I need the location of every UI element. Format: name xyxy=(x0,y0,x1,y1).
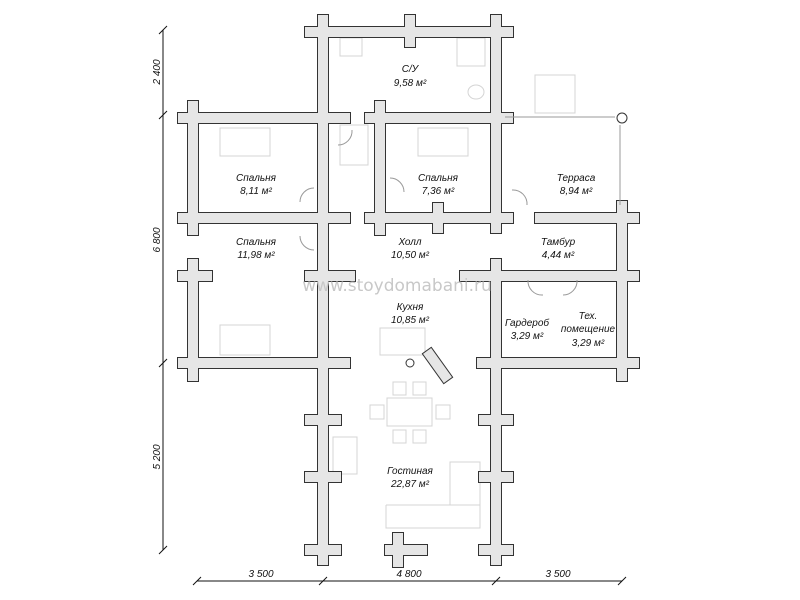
walls xyxy=(177,14,640,568)
room-area: 22,87 м² xyxy=(390,479,430,490)
room-name: Спальня xyxy=(236,237,277,248)
watermark: www.stoydomabani.ru xyxy=(302,276,492,296)
chimney-icon xyxy=(405,358,415,368)
dimension-tick xyxy=(491,576,501,586)
dining-table-icon xyxy=(386,397,433,427)
dimension-label: 6 800 xyxy=(152,227,163,252)
dimension-label: 3 500 xyxy=(248,569,273,580)
room-wardrobe: Гардероб 3,29 м² xyxy=(505,317,549,342)
dimension-label: 4 800 xyxy=(396,569,421,580)
stairs-icon xyxy=(534,74,576,114)
room-name: С/У xyxy=(402,64,420,75)
dimension-label: 3 500 xyxy=(545,569,570,580)
room-bedroom-2: Спальня 7,36 м² xyxy=(418,173,459,197)
kitchen-counter-icon xyxy=(379,327,426,356)
toilet-icon xyxy=(467,84,485,100)
door-icon xyxy=(389,177,405,193)
shower-icon xyxy=(456,37,486,67)
furniture xyxy=(219,37,628,529)
room-name: Гостиная xyxy=(387,466,433,477)
dimension-label: 2 400 xyxy=(152,59,163,85)
room-name-line2: помещение xyxy=(561,324,616,335)
door-icon xyxy=(511,189,528,206)
room-area: 9,58 м² xyxy=(394,78,427,89)
room-bedroom-1: Спальня 8,11 м² xyxy=(236,173,277,197)
room-bedroom-3: Спальня 11,98 м² xyxy=(236,237,277,261)
chair-icon xyxy=(435,404,451,420)
dimension-lines: 2 400 6 800 5 200 3 500 4 800 3 500 xyxy=(152,25,627,586)
chair-icon xyxy=(392,381,407,396)
bed-icon xyxy=(219,127,271,157)
room-area: 4,44 м² xyxy=(542,250,575,261)
bed-icon xyxy=(417,127,469,157)
door-icon xyxy=(562,279,578,296)
room-name: Холл xyxy=(397,237,421,248)
room-hall: Холл 10,50 м² xyxy=(391,237,430,261)
room-name: Терраса xyxy=(557,173,596,184)
door-icon xyxy=(527,279,544,296)
room-area: 3,29 м² xyxy=(511,331,544,342)
dimension-label: 5 200 xyxy=(152,444,163,469)
sink-icon xyxy=(339,37,363,57)
room-area: 10,85 м² xyxy=(391,315,430,326)
doors xyxy=(299,116,621,296)
chair-icon xyxy=(369,404,385,420)
room-name: Гардероб xyxy=(505,317,549,329)
room-living: Гостиная 22,87 м² xyxy=(387,466,433,490)
chair-icon xyxy=(412,429,427,444)
chair-icon xyxy=(412,381,427,396)
room-name: Кухня xyxy=(397,302,424,313)
dimension-tick xyxy=(158,25,168,35)
room-area: 8,11 м² xyxy=(240,186,272,197)
room-area: 7,36 м² xyxy=(422,186,455,197)
dimension-tick xyxy=(192,576,202,586)
room-area: 3,29 м² xyxy=(572,338,605,349)
tv-stand-icon xyxy=(332,436,358,475)
room-terrace: Терраса 8,94 м² xyxy=(557,173,596,197)
room-area: 11,98 м² xyxy=(237,250,275,261)
dimension-tick xyxy=(158,545,168,555)
room-name: Тех. xyxy=(579,311,598,322)
closet-icon xyxy=(339,124,369,166)
room-su: С/У 9,58 м² xyxy=(394,64,427,89)
dimension-tick xyxy=(158,110,168,120)
door-icon xyxy=(299,235,315,251)
door-icon xyxy=(337,129,353,146)
dimension-tick xyxy=(617,576,627,586)
room-kitchen: Кухня 10,85 м² xyxy=(391,302,430,326)
sofa-icon xyxy=(385,461,481,529)
bed-icon xyxy=(219,324,271,356)
wall xyxy=(423,348,452,383)
room-name: Тамбур xyxy=(541,236,576,248)
terrace-post-icon xyxy=(616,112,628,124)
door-icon xyxy=(299,187,315,203)
room-area: 8,94 м² xyxy=(560,186,593,197)
room-name: Спальня xyxy=(236,173,277,184)
dimension-tick xyxy=(158,358,168,368)
room-vestibule: Тамбур 4,44 м² xyxy=(541,236,576,261)
room-area: 10,50 м² xyxy=(391,250,430,261)
chair-icon xyxy=(392,429,407,444)
room-name: Спальня xyxy=(418,173,459,184)
room-tech: Тех. помещение 3,29 м² xyxy=(561,311,616,349)
dimension-tick xyxy=(318,576,328,586)
